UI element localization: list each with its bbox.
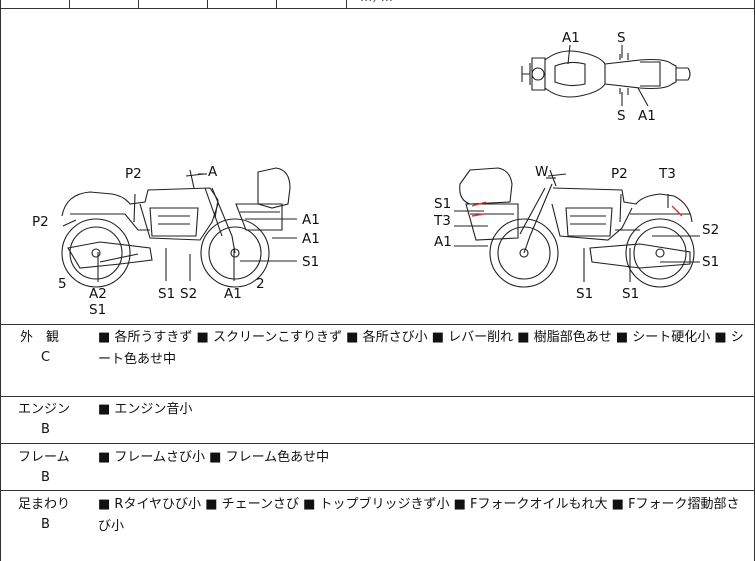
- top-view-label-a1-top: A1: [562, 30, 580, 46]
- engine-grade: B: [41, 422, 50, 437]
- left-label-a1-2: A1: [302, 231, 320, 247]
- row-divider: [0, 324, 755, 325]
- right-label-p2: P2: [611, 166, 628, 182]
- right-label-s1-right: S1: [702, 254, 719, 270]
- engine-description: ■ エンジン音小: [98, 402, 193, 417]
- suspension-grade: B: [41, 517, 50, 532]
- left-border: [0, 0, 1, 561]
- engine-category: エンジン B: [4, 400, 94, 440]
- right-label-w: W: [535, 164, 548, 180]
- top-view-label-s-bottom: S: [617, 108, 626, 124]
- exterior-category-name: 外 観: [20, 330, 60, 345]
- top-view-label-a1-bottom: A1: [638, 108, 656, 124]
- top-border: [0, 8, 755, 9]
- right-label-s1-bottom-2: S1: [622, 286, 639, 302]
- top-cell-divider: [138, 0, 139, 8]
- frame-category: フレーム B: [4, 448, 94, 488]
- right-label-s1-left: S1: [434, 196, 451, 212]
- damage-markers: [471, 201, 683, 217]
- top-cell-divider: [346, 0, 347, 8]
- frame-grade: B: [41, 470, 50, 485]
- exterior-category: 外 観 C: [4, 328, 94, 368]
- left-side-motorcycle: [61, 167, 297, 288]
- top-row-partial-text: ..., ...: [360, 0, 393, 5]
- left-label-s2-mid: S2: [180, 286, 197, 302]
- right-label-s2-right: S2: [702, 222, 719, 238]
- row-divider: [0, 443, 755, 444]
- left-label-5: 5: [58, 276, 67, 292]
- left-label-a1-bottom: A1: [224, 286, 242, 302]
- right-label-t3-top: T3: [658, 166, 676, 182]
- top-cell-divider: [207, 0, 208, 8]
- frame-description: ■ フレームさび小 ■ フレーム色あせ中: [98, 450, 330, 465]
- motorcycle-damage-diagram: A1 S S A1 A P2 P2 A1 A1 S1 5 A2 S1 S1 S2…: [0, 8, 755, 324]
- suspension-category-name: 足まわり: [18, 497, 71, 512]
- left-label-a2: A2: [89, 286, 107, 302]
- left-label-s1-under-a2: S1: [89, 302, 106, 318]
- engine-category-name: エンジン: [18, 402, 71, 417]
- right-label-s1-bottom-1: S1: [576, 286, 593, 302]
- frame-category-name: フレーム: [18, 450, 70, 465]
- diagram-svg: A1 S S A1 A P2 P2 A1 A1 S1 5 A2 S1 S1 S2…: [32, 30, 719, 318]
- left-label-a: A: [208, 164, 218, 180]
- exterior-description: ■ 各所うすきず ■ スクリーンこすりきず ■ 各所さび小 ■ レバー削れ ■ …: [98, 330, 744, 367]
- suspension-description: ■ Rタイヤひび小 ■ チェーンさび ■ トップブリッジきず小 ■ Fフォークオ…: [98, 497, 740, 534]
- top-view-motorcycle: [521, 44, 691, 107]
- right-side-motorcycle: [454, 167, 700, 288]
- suspension-category: 足まわり B: [4, 495, 94, 535]
- left-label-2: 2: [256, 276, 265, 292]
- row-divider: [0, 490, 755, 491]
- exterior-grade: C: [41, 350, 51, 365]
- left-label-s1-mid: S1: [158, 286, 175, 302]
- row-divider: [0, 396, 755, 397]
- right-label-a1-left: A1: [434, 234, 452, 250]
- left-label-p2-left: P2: [32, 214, 49, 230]
- left-label-s1-right: S1: [302, 254, 319, 270]
- top-cell-divider: [276, 0, 277, 8]
- top-cell-divider: [69, 0, 70, 8]
- left-label-a1-1: A1: [302, 212, 320, 228]
- right-label-t3-left: T3: [433, 213, 451, 229]
- top-view-label-s-top: S: [617, 30, 626, 46]
- left-label-p2-top: P2: [125, 166, 142, 182]
